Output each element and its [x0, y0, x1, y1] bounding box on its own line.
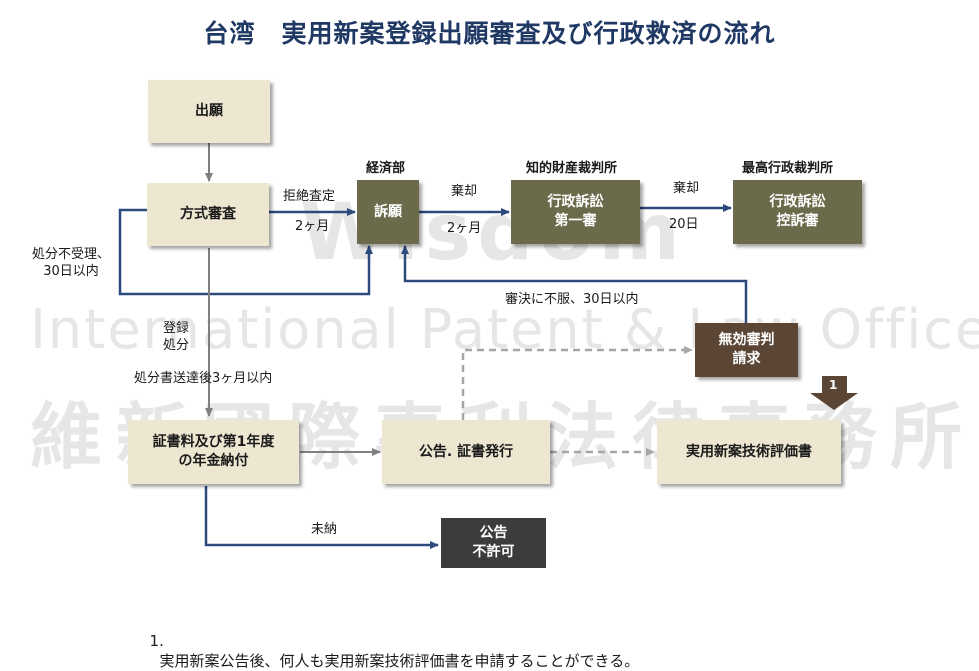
footnote-text: 実用新案公告後、何人も実用新案技術評価書を申請することができる。 [159, 652, 640, 670]
node-admin-suit-appeal: 行政訴訟 控訴審 [733, 180, 862, 244]
node-invalidation: 無効審判 請求 [695, 323, 798, 377]
label-two-months-2: 2ヶ月 [447, 221, 482, 236]
label-two-months-1: 2ヶ月 [295, 219, 330, 234]
arrow-nonacceptance-loop [118, 208, 373, 296]
marker-down-arrow [810, 376, 858, 410]
node-application: 出願 [148, 80, 270, 143]
node-admin-suit-first: 行政訴訟 第一審 [511, 180, 640, 244]
label-rejection: 拒絶査定 [283, 189, 336, 204]
label-non-acceptance: 処分不受理、 30日以内 [32, 247, 111, 279]
node-publication: 公告. 証書発行 [382, 420, 550, 484]
authority-ministry: 経済部 [366, 161, 406, 176]
node-tech-report: 実用新案技術評価書 [657, 420, 841, 484]
authority-supreme-admin-court: 最高行政裁判所 [742, 161, 834, 176]
label-three-months: 処分書送達後3ヶ月以内 [134, 371, 273, 386]
marker-number: 1 [829, 378, 838, 392]
footnote: 1. 実用新案公告後、何人も実用新案技術評価書を申請することができる。 [140, 614, 640, 671]
label-dismissal-2: 棄却 [673, 181, 700, 196]
label-appeal-decision: 審決に不服、30日以内 [505, 292, 639, 307]
page-title: 台湾 実用新案登録出願審査及び行政救済の流れ [203, 19, 776, 48]
authority-ip-court: 知的財産裁判所 [526, 161, 618, 176]
label-unpaid: 未納 [311, 522, 338, 537]
node-formality-exam: 方式審査 [147, 183, 269, 246]
label-registration: 登録 処分 [163, 321, 190, 353]
label-twenty-days: 20日 [669, 217, 699, 232]
arrow-publication-to-invalidation [461, 346, 693, 420]
label-dismissal-1: 棄却 [451, 184, 478, 199]
node-no-publication: 公告 不許可 [441, 518, 546, 568]
footnote-number: 1. [149, 632, 164, 650]
node-appeal: 訴願 [357, 180, 419, 244]
arrow-unpaid-to-no-publication [204, 486, 439, 549]
arrow-invalidation-to-appeal [401, 245, 748, 323]
flow-connectors [118, 143, 858, 549]
node-fee-payment: 証書料及び第1年度 の年金納付 [128, 420, 299, 484]
